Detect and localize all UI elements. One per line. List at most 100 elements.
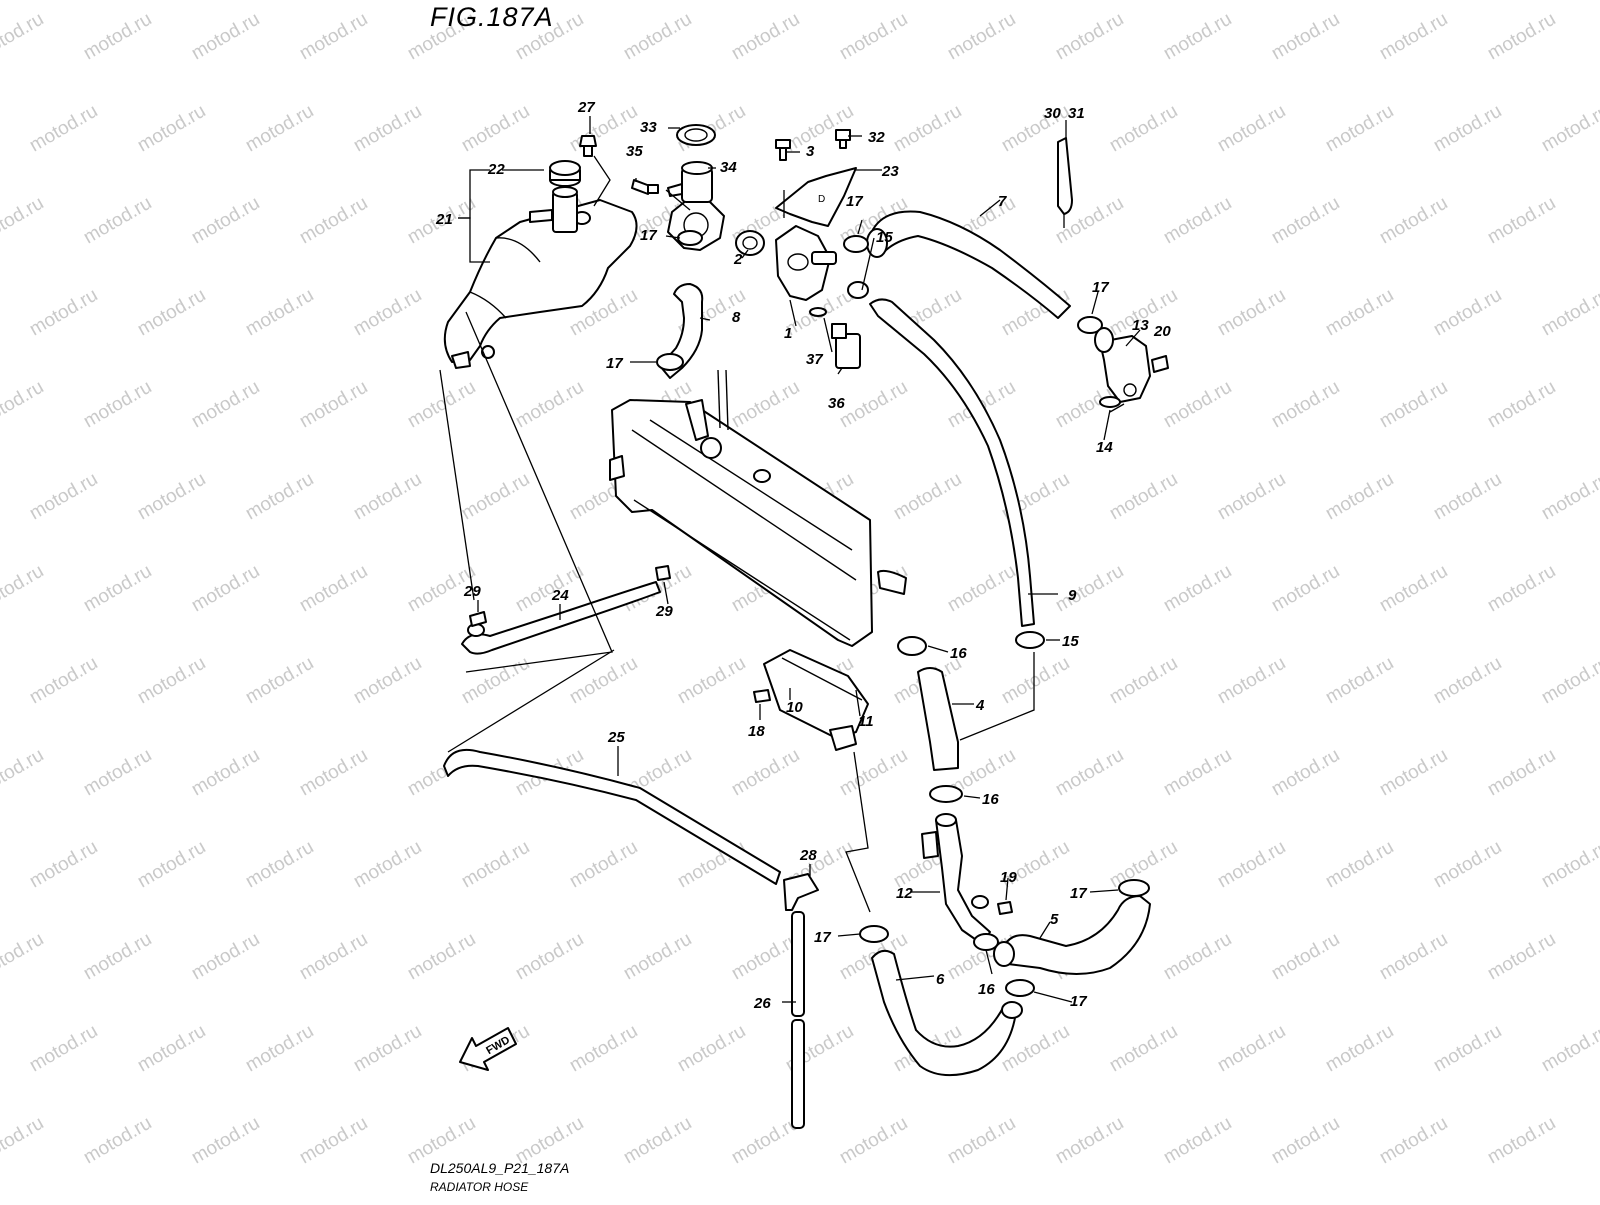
watermark-text: motod.ru [1322, 653, 1397, 709]
watermark-text: motod.ru [620, 929, 695, 985]
callout-24: 24 [551, 587, 569, 604]
watermark-text: motod.ru [188, 929, 263, 985]
watermark-text: motod.ru [1268, 745, 1343, 801]
watermark-text: motod.ru [620, 1113, 695, 1169]
watermark-text: motod.ru [26, 469, 101, 525]
reservoir-cap [549, 160, 581, 187]
watermark-text: motod.ru [728, 377, 803, 433]
clip-30-31 [1057, 137, 1073, 215]
watermark-text: motod.ru [1052, 561, 1127, 617]
watermark-text: motod.ru [296, 1113, 371, 1169]
watermark-text: motod.ru [1214, 837, 1289, 893]
hose-25 [443, 748, 781, 885]
callout-33: 33 [640, 119, 657, 136]
clamp-16-lower [973, 933, 999, 951]
watermark-text: motod.ru [1322, 837, 1397, 893]
watermark-text: motod.ru [836, 9, 911, 65]
hose-4 [917, 667, 959, 771]
watermark-text: motod.ru [1430, 469, 1505, 525]
watermark-text: motod.ru [1106, 101, 1181, 157]
watermark-text: motod.ru [134, 837, 209, 893]
callout-36: 36 [828, 395, 845, 412]
callout-23: 23 [881, 163, 899, 180]
watermark-text: motod.ru [242, 653, 317, 709]
callout-28: 28 [799, 847, 817, 864]
watermark-text: motod.ru [404, 929, 479, 985]
watermark-text: motod.ru [836, 1113, 911, 1169]
clamp-17-upper [843, 235, 869, 253]
bolt-27 [579, 135, 597, 157]
watermark-text: motod.ru [512, 929, 587, 985]
watermark-text: motod.ru [1214, 469, 1289, 525]
watermark-text: motod.ru [944, 1113, 1019, 1169]
callout-18: 18 [748, 723, 765, 740]
watermark-text: motod.ru [80, 1113, 155, 1169]
watermark-text: motod.ru [1214, 1021, 1289, 1077]
svg-text:D: D [818, 194, 825, 205]
watermark-text: motod.ru [1376, 929, 1451, 985]
clamp-17-hose5 [1118, 879, 1150, 897]
callout-17a: 17 [846, 193, 863, 210]
callout-17b: 17 [640, 227, 657, 244]
callout-12: 12 [896, 885, 913, 902]
watermark-text: motod.ru [1160, 193, 1235, 249]
watermark-text: motod.ru [350, 837, 425, 893]
watermark-text: motod.ru [1106, 469, 1181, 525]
bolt-19 [997, 901, 1013, 915]
figure-code: DL250AL9_P21_187A [430, 1160, 570, 1176]
watermark-text: motod.ru [0, 9, 47, 65]
callout-17g: 17 [1070, 993, 1087, 1010]
callout-26: 26 [753, 995, 771, 1012]
callout-10: 10 [786, 699, 803, 716]
watermark-text: motod.ru [134, 469, 209, 525]
callout-6: 6 [936, 971, 945, 988]
callout-17d: 17 [1092, 279, 1109, 296]
joint-28 [783, 873, 819, 911]
hose-7 [866, 210, 1071, 319]
callout-8: 8 [732, 309, 741, 326]
watermark-text: motod.ru [80, 193, 155, 249]
callout-27: 27 [577, 99, 595, 116]
watermark-text: motod.ru [242, 1021, 317, 1077]
bolt-35 [631, 179, 659, 195]
callout-19: 19 [1000, 869, 1017, 886]
watermark-text: motod.ru [512, 377, 587, 433]
watermark-text: motod.ru [350, 101, 425, 157]
watermark-text: motod.ru [350, 1021, 425, 1077]
watermark-text: motod.ru [1484, 745, 1559, 801]
watermark-text: motod.ru [1052, 1113, 1127, 1169]
watermark-text: motod.ru [188, 193, 263, 249]
watermark-text: motod.ru [1430, 837, 1505, 893]
callout-17e: 17 [1070, 885, 1087, 902]
o-ring-14 [1099, 396, 1121, 408]
watermark-text: motod.ru [26, 837, 101, 893]
pipe-12 [921, 813, 991, 945]
watermark-text: motod.ru [1160, 377, 1235, 433]
watermark-text: motod.ru [1538, 837, 1600, 893]
bolt-18 [753, 689, 771, 703]
bolt-20 [1151, 355, 1169, 373]
figure-title: FIG.187A [430, 2, 554, 32]
callout-9: 9 [1068, 587, 1077, 604]
callout-20: 20 [1153, 323, 1171, 340]
watermark-text: motod.ru [458, 101, 533, 157]
watermark-text: motod.ru [1376, 193, 1451, 249]
watermark-text: motod.ru [944, 9, 1019, 65]
callout-29b: 29 [655, 603, 673, 620]
watermark-text: motod.ru [0, 1113, 47, 1169]
watermark-text: motod.ru [1538, 101, 1600, 157]
watermark-text: motod.ru [458, 837, 533, 893]
watermark-text: motod.ru [1430, 285, 1505, 341]
figure-name: RADIATOR HOSE [430, 1180, 529, 1194]
watermark-text: motod.ru [80, 561, 155, 617]
watermark-text: motod.ru [26, 101, 101, 157]
watermark-text: motod.ru [566, 1021, 641, 1077]
o-ring-37 [809, 307, 827, 317]
watermark-text: motod.ru [188, 1113, 263, 1169]
watermark-text: motod.ru [134, 1021, 209, 1077]
watermark-text: motod.ru [188, 9, 263, 65]
callout-15b: 15 [1062, 633, 1079, 650]
callout-30: 30 [1044, 105, 1061, 122]
watermark-text: motod.ru [1160, 9, 1235, 65]
watermark-text: motod.ru [1430, 1021, 1505, 1077]
